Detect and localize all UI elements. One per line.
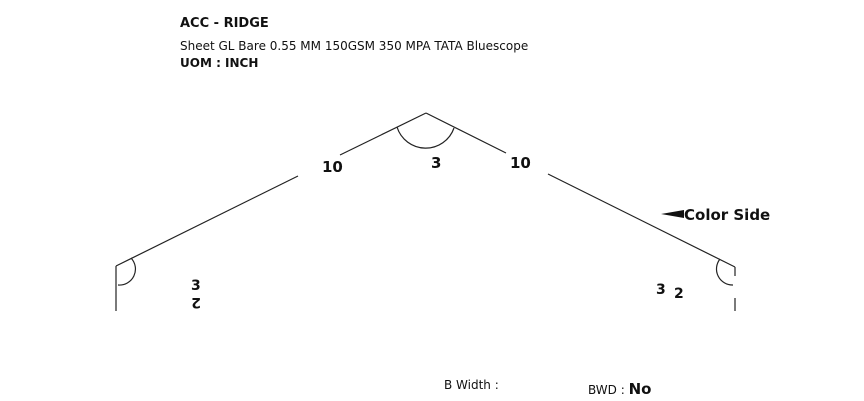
bwd-value: No (628, 380, 652, 398)
right-slope-dimension: 10 (510, 154, 531, 172)
apex-angle-arc (396, 126, 455, 149)
part-title: ACC - RIDGE (180, 16, 269, 31)
color-side-label: Color Side (684, 206, 770, 224)
bwd-label: BWD : (588, 383, 625, 397)
left-slope-dimension: 10 (322, 158, 343, 176)
right-fold-angle-dimension: 3 (656, 282, 666, 298)
right-upper-slope-line (425, 112, 507, 154)
right-slope-line (547, 173, 736, 268)
left-fold-angle-dimension: 3 (191, 278, 201, 294)
unit-of-measure: UOM : INCH (180, 56, 259, 70)
b-width-label: B Width : (444, 378, 499, 392)
apex-angle-dimension: 3 (431, 154, 441, 172)
color-side-arrow-icon (661, 210, 684, 218)
right-fold-angle-arc (715, 258, 734, 286)
left-fold-angle-arc (117, 257, 137, 286)
bwd-field: BWD : No (588, 380, 651, 398)
material-spec: Sheet GL Bare 0.55 MM 150GSM 350 MPA TAT… (180, 39, 529, 53)
right-hem-dimension: 2 (674, 286, 684, 302)
left-hem-dimension: 2 (191, 294, 201, 310)
drawing-header: ACC - RIDGE Sheet GL Bare 0.55 MM 150GSM… (180, 16, 528, 70)
left-upper-slope-line (339, 112, 427, 156)
left-slope-line (115, 175, 299, 267)
